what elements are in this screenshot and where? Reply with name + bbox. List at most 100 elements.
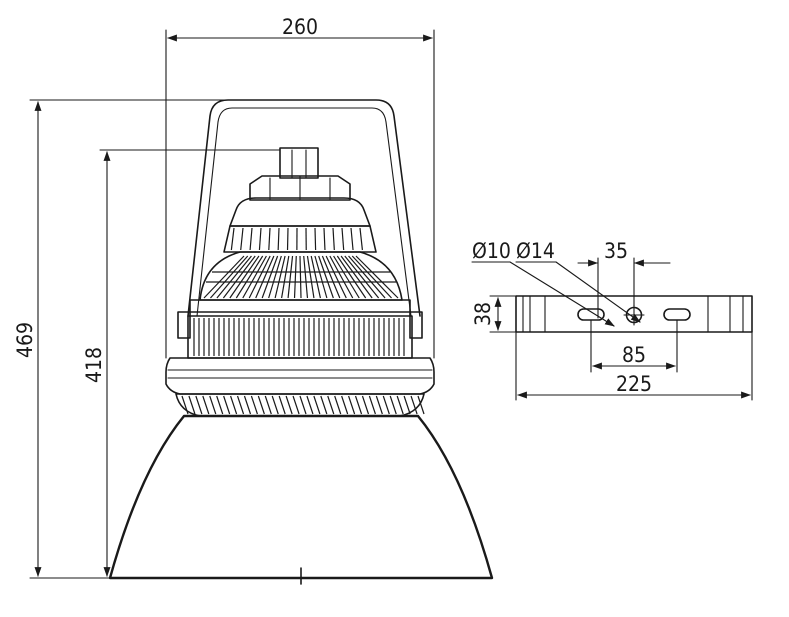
dim-overall-height: 469: [13, 322, 37, 358]
fin-line: [417, 395, 425, 415]
dim-bracket-length: 225: [616, 372, 652, 396]
handle-pivot-right: [409, 311, 423, 339]
fin-line: [361, 395, 370, 415]
fin-line: [203, 255, 245, 299]
fin-line: [344, 255, 380, 299]
fin-line: [355, 255, 399, 299]
fin-line: [287, 255, 294, 299]
fin-line: [281, 255, 290, 299]
fin-line: [274, 255, 286, 299]
fin-line: [264, 395, 272, 415]
lamp-flange: [165, 357, 435, 395]
fin-line: [248, 255, 271, 299]
fin-line: [375, 395, 383, 415]
fin-line: [195, 395, 203, 415]
fin-line: [323, 227, 326, 251]
fin-line: [202, 395, 210, 415]
fin-line: [258, 227, 262, 251]
fin-line: [299, 255, 302, 299]
fin-line: [325, 255, 347, 299]
fin-line: [243, 395, 252, 415]
heatsink-crown-fins: [203, 255, 399, 299]
fin-line: [242, 255, 267, 299]
fin-line: [293, 255, 297, 299]
fin-line: [240, 227, 244, 251]
fin-line: [310, 255, 321, 299]
dim-slot-diameter: Ø10: [472, 239, 511, 263]
fin-line: [235, 255, 264, 299]
fin-line: [250, 395, 258, 415]
fin-line: [306, 395, 314, 415]
dim-overall-width: 260: [282, 15, 318, 39]
fin-line: [230, 227, 235, 251]
fin-line: [268, 227, 271, 251]
fin-line: [278, 395, 286, 415]
fin-line: [336, 255, 367, 299]
heatsink-crown: [199, 251, 403, 301]
fin-line: [216, 395, 224, 415]
fin-line: [348, 255, 386, 299]
bracket-dimensions: Ø10 Ø14 35 38 85 225: [471, 239, 753, 401]
fin-line: [257, 395, 265, 415]
driver-housing-upper-fins: [223, 225, 377, 253]
fin-line: [359, 227, 363, 251]
fin-line: [396, 395, 404, 415]
fin-line: [209, 395, 217, 415]
fin-line: [285, 395, 293, 415]
fin-line: [229, 255, 260, 299]
fin-line: [255, 255, 275, 299]
fin-line: [268, 255, 282, 299]
bracket-slot-right: [663, 308, 691, 321]
fin-line: [222, 255, 256, 299]
lower-fin-lines: [181, 395, 425, 415]
fin-line: [271, 395, 279, 415]
dim-body-height: 418: [82, 347, 106, 383]
fin-line: [332, 227, 335, 251]
clamp-ring: [189, 299, 411, 313]
driver-housing-top: [229, 197, 371, 227]
fin-line: [348, 395, 356, 415]
fin-line: [313, 395, 321, 415]
upper-fin-lines: [230, 227, 363, 251]
fin-line: [216, 255, 252, 299]
fin-line: [314, 255, 328, 299]
fin-line: [389, 395, 397, 415]
bracket-slot-left: [577, 308, 605, 321]
fin-line: [368, 395, 376, 415]
fin-line: [181, 395, 189, 415]
fin-line: [341, 227, 345, 251]
fin-line: [236, 395, 245, 415]
fin-line: [334, 395, 342, 415]
reflector: [108, 414, 494, 580]
fin-line: [314, 227, 317, 251]
fin-line: [382, 395, 390, 415]
fin-line: [351, 255, 392, 299]
handle-pivot-left: [177, 311, 191, 339]
fin-line: [329, 255, 354, 299]
lamp-handle: [187, 99, 421, 317]
dim-hole-offset: 35: [604, 239, 628, 263]
leader-slot-diameter: [509, 261, 615, 327]
fin-line: [350, 227, 354, 251]
dim-hole-diameter: Ø14: [516, 239, 555, 263]
fin-line: [333, 255, 360, 299]
fin-line: [299, 395, 307, 415]
fin-line: [223, 395, 231, 415]
heatsink-body-fins: [193, 318, 405, 356]
gland-nut: [249, 175, 351, 201]
fin-line: [230, 395, 238, 415]
fin-line: [249, 227, 253, 251]
fin-line: [261, 255, 279, 299]
fin-line: [321, 255, 341, 299]
fin-line: [340, 255, 373, 299]
dim-slot-spacing: 85: [622, 343, 646, 367]
fin-line: [354, 395, 363, 415]
fin-line: [318, 255, 334, 299]
fin-line: [403, 395, 411, 415]
fin-line: [306, 255, 315, 299]
lamp-front-view: [108, 99, 494, 585]
fin-line: [292, 395, 300, 415]
lamp-dimensions: 260 469 418: [13, 15, 435, 579]
dim-bracket-height: 38: [471, 302, 495, 326]
